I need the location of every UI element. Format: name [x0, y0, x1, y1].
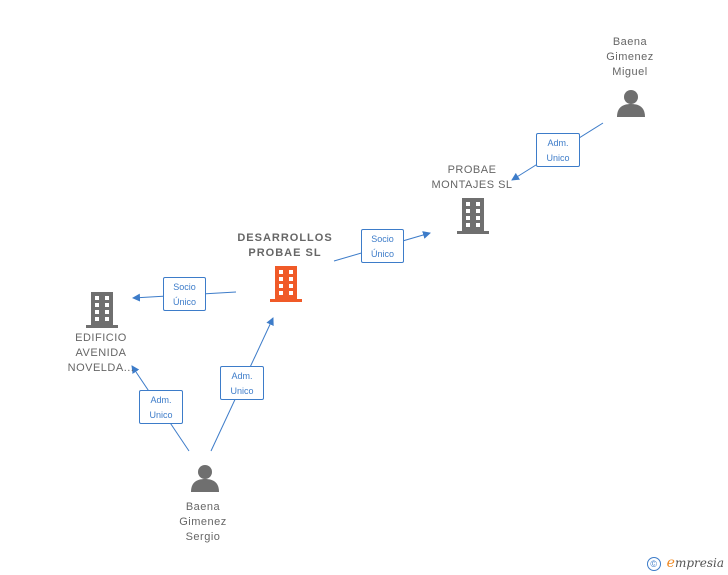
label-line: Gimenez — [179, 516, 227, 528]
label-line: Miguel — [612, 66, 648, 78]
edge-label-adm-unico[interactable]: Adm. Unico — [220, 366, 264, 400]
edge-label-adm-unico[interactable]: Adm. Unico — [139, 390, 183, 424]
edge-label-socio-unico[interactable]: Socio Único — [361, 229, 404, 263]
person-icon[interactable] — [190, 464, 220, 492]
label-line: PROBAE — [447, 164, 497, 176]
edge-label-line: Único — [172, 297, 196, 307]
node-label-desarrollos-probae[interactable]: DESARROLLOS PROBAE SL — [222, 231, 348, 261]
node-label-probae-montajes[interactable]: PROBAE MONTAJES SL — [420, 163, 524, 193]
edge-label-line: Socio — [371, 234, 394, 244]
label-line: Baena — [185, 501, 221, 513]
building-icon[interactable] — [86, 292, 118, 328]
label-line: Gimenez — [606, 51, 654, 63]
edge-label-line: Adm. — [150, 395, 172, 405]
edge-label-line: Unico — [230, 386, 254, 396]
person-icon[interactable] — [616, 89, 646, 117]
edge-label-line: Adm. — [231, 371, 253, 381]
label-line: EDIFICIO — [75, 332, 127, 344]
label-line: MONTAJES SL — [431, 179, 513, 191]
label-line: Sergio — [185, 531, 221, 543]
edge-label-line: Único — [370, 249, 394, 259]
label-line: DESARROLLOS — [237, 232, 333, 244]
main-building-icon[interactable] — [270, 266, 302, 302]
node-label-baena-sergio[interactable]: Baena Gimenez Sergio — [163, 500, 243, 545]
brand-e: e — [666, 555, 675, 571]
edge-label-socio-unico[interactable]: Socio Único — [163, 277, 206, 311]
edge-label-line: Unico — [546, 153, 570, 163]
node-label-baena-miguel[interactable]: Baena Gimenez Miguel — [590, 35, 670, 80]
label-line: AVENIDA — [75, 347, 127, 359]
building-icon[interactable] — [457, 198, 489, 234]
edge-label-line: Adm. — [547, 138, 569, 148]
copyright-icon: © — [646, 556, 661, 571]
edge-label-line: Unico — [149, 410, 173, 420]
brand-name: mpresia — [674, 556, 724, 570]
empresia-logo: © empresia — [646, 555, 724, 571]
label-line: Baena — [612, 36, 648, 48]
label-line: NOVELDA... — [67, 362, 135, 374]
edge-label-adm-unico[interactable]: Adm. Unico — [536, 133, 580, 167]
edge-label-line: Socio — [173, 282, 196, 292]
label-line: PROBAE SL — [248, 247, 322, 259]
node-label-edificio[interactable]: EDIFICIO AVENIDA NOVELDA... — [55, 331, 147, 376]
